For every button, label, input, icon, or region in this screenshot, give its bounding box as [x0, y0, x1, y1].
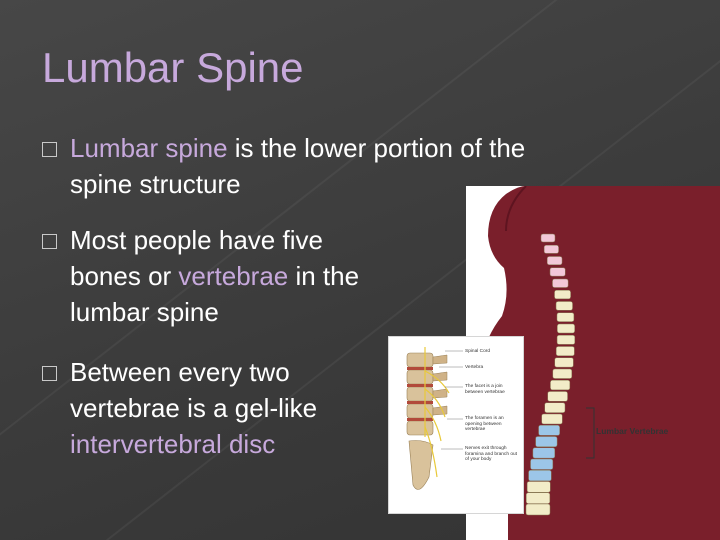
bullet-text-fragment: is the lower portion of the	[227, 133, 526, 163]
bullet-line: vertebrae is a gel-like	[70, 393, 318, 423]
checkbox-bullet-icon	[42, 142, 57, 157]
lumbar-vertebrae-label: Lumbar Vertebrae	[596, 426, 669, 436]
vertebra-shape	[540, 233, 556, 243]
lumbar-anatomy-image: Spinal Cord Vertebra The facet is a join…	[388, 336, 524, 514]
vertebra-shape	[549, 267, 566, 277]
vertebra-shape	[530, 458, 554, 470]
vertebra-shape	[556, 335, 576, 345]
checkbox-bullet-icon	[42, 366, 57, 381]
vertebra-shape	[535, 436, 558, 447]
bullet-text: Lumbar spine is the lower portion of the…	[70, 130, 525, 202]
bullet-line: lumbar spine	[70, 297, 219, 327]
bullet-line: spine structure	[70, 169, 241, 199]
callout-foramen: The foramen is an opening between verteb…	[465, 416, 504, 432]
vertebra-shape	[550, 380, 571, 391]
bullet-text: Most people have five bones or vertebrae…	[70, 222, 359, 330]
vertebra-shape	[552, 278, 569, 288]
callout-spinal-cord: Spinal Cord	[465, 349, 491, 354]
vertebra-shape	[543, 245, 559, 254]
vertebra-shape	[554, 357, 574, 368]
vertebra-shape	[554, 290, 571, 300]
vertebra-shape	[552, 368, 573, 379]
vertebra-shape	[555, 301, 573, 311]
callout-facet: The facet is a join between vertebrae	[465, 384, 505, 395]
bullet-line: Lumbar spine is the lower portion of the	[70, 130, 525, 166]
vertebra-shape	[544, 402, 566, 413]
bullet-line: Most people have five	[70, 225, 323, 255]
vertebra-shape	[555, 346, 575, 356]
checkbox-bullet-icon	[42, 234, 57, 249]
lumbar-bracket	[586, 407, 595, 459]
vertebra-shape	[557, 323, 575, 334]
vertebra-shape	[532, 447, 556, 459]
callout-vertebra: Vertebra	[465, 365, 484, 370]
slide-title: Lumbar Spine	[42, 44, 304, 91]
bullet-accent-text: vertebrae	[178, 261, 289, 291]
vertebra-shape	[541, 413, 563, 425]
vertebra-shape	[547, 391, 568, 402]
anatomy-illustration	[406, 347, 463, 490]
bullet-text-fragment: in the	[288, 261, 360, 291]
vertebra-shape	[556, 312, 575, 322]
vertebra-shape	[546, 256, 563, 265]
bullet-line: Between every two	[70, 357, 290, 387]
vertebra-shape	[526, 492, 551, 504]
vertebra-shape	[528, 470, 552, 482]
vertebra-shape	[538, 425, 560, 436]
vertebra-shape	[525, 503, 551, 516]
vertebra-shape	[526, 481, 551, 493]
spine-column	[525, 233, 576, 516]
bullet-accent-text: Lumbar spine	[70, 133, 228, 163]
bullet-text: Between every two vertebrae is a gel-lik…	[70, 354, 317, 462]
bullet-text-fragment: bones or	[70, 261, 179, 291]
callout-nerves: Nerves exit through foramina and branch …	[465, 446, 517, 462]
bullet-line: bones or vertebrae in the	[70, 258, 359, 294]
bullet-accent-line: intervertebral disc	[70, 429, 276, 459]
